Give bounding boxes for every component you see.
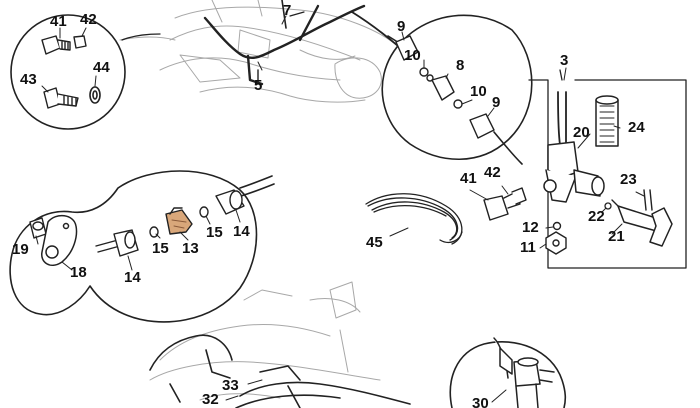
callout-42-top-left: 42: [80, 11, 97, 28]
detail-circle-fittings: [381, 14, 533, 165]
detail-circle-banjo-bolts: [10, 14, 161, 130]
callout-3: 3: [560, 52, 569, 69]
callout-10-upper: 10: [404, 47, 421, 64]
callout-41-top-left: 41: [50, 13, 67, 30]
brake-pipe-bottom: [149, 334, 411, 408]
callout-45: 45: [366, 234, 383, 251]
callout-5: 5: [254, 77, 263, 94]
callout-20: 20: [573, 124, 590, 141]
callout-43: 43: [20, 71, 37, 88]
callout-11: 11: [520, 239, 536, 256]
callout-10-lower: 10: [470, 83, 487, 100]
callout-9-upper: 9: [397, 18, 406, 35]
vehicle-sketch-top: [119, 0, 401, 103]
callout-23: 23: [620, 171, 637, 188]
callout-18: 18: [70, 264, 87, 281]
callout-12: 12: [522, 219, 539, 236]
banjo-bolt-middle: [483, 187, 527, 221]
callout-9-lower: 9: [492, 94, 501, 111]
callout-33: 33: [222, 377, 239, 394]
callout-24: 24: [628, 119, 645, 136]
callout-30: 30: [472, 395, 489, 408]
vehicle-sketch-bottom: [149, 281, 381, 401]
callout-14-left: 14: [124, 269, 141, 286]
callout-8: 8: [456, 57, 465, 74]
detail-circle-tee-union: [9, 170, 275, 323]
callout-32: 32: [202, 391, 219, 408]
callout-15-left: 15: [152, 240, 169, 257]
callout-19: 19: [12, 241, 29, 258]
coiled-pipe: [365, 193, 463, 245]
callout-13: 13: [182, 240, 199, 257]
callout-41-middle: 41: [460, 170, 477, 187]
tap-assembly-box: [528, 69, 687, 269]
detail-circle-bottom: [449, 337, 567, 408]
callout-22: 22: [588, 208, 605, 225]
callout-14-right: 14: [233, 223, 250, 240]
callout-42-middle: 42: [484, 164, 501, 181]
callout-7: 7: [283, 2, 292, 19]
callout-21: 21: [608, 228, 625, 245]
leader-lines: [35, 15, 645, 403]
callout-15-right: 15: [206, 224, 223, 241]
nut-washer-11-12: [545, 221, 567, 255]
callout-44: 44: [93, 59, 110, 76]
